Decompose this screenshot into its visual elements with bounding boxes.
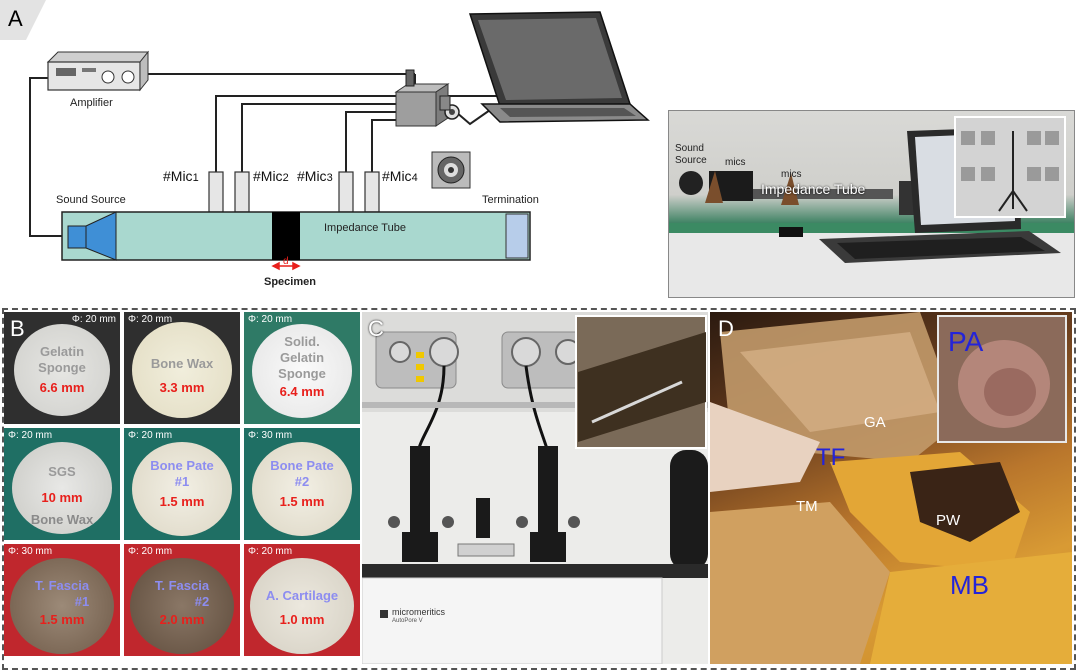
- porosimeter-model: AutoPore V: [392, 618, 423, 624]
- sample-thickness: 1.5 mm: [39, 612, 85, 627]
- sample-disc: [250, 558, 354, 654]
- photo-impedance-tube-label: Impedance Tube: [761, 181, 866, 197]
- microphone-icon: [431, 151, 471, 189]
- sample-tile: Φ: 20 mm Bone Pate#1 1.5 mm: [124, 428, 240, 540]
- amplifier-device: [46, 50, 150, 92]
- daq-box: [394, 69, 460, 127]
- sample-disc: [252, 324, 352, 418]
- sample-name: T. Fascia#2: [154, 578, 210, 609]
- laptop-device: [468, 11, 650, 123]
- sample-disc: [130, 558, 234, 654]
- panel-d-photo: D PA GA TF TM PW MB: [710, 312, 1072, 664]
- temporal-bone-scene: [710, 312, 1072, 664]
- mic-2-label: #Mic2: [253, 168, 289, 184]
- sample-tile: Φ: 30 mm T. Fascia#1 1.5 mm: [4, 544, 120, 656]
- sample-thickness: 3.3 mm: [159, 380, 205, 395]
- sample-diameter: Φ: 20 mm: [248, 314, 293, 325]
- panel-d-letter: D: [718, 316, 734, 341]
- sample-diameter: Φ: 30 mm: [8, 546, 53, 557]
- sample-name: T. Fascia#1: [34, 578, 90, 609]
- setup-photo-scene: [669, 116, 1074, 297]
- amplifier-label: Amplifier: [70, 97, 113, 109]
- panel-c-photo: micromeritics AutoPore V C: [362, 312, 708, 664]
- sample-disc: [132, 442, 232, 536]
- sample-diameter: Φ: 20 mm: [71, 314, 116, 325]
- sample-thickness: 1.5 mm: [159, 494, 205, 509]
- termination-block: [505, 213, 529, 259]
- setup-photo: Sound Source mics mics Impedance Tube: [668, 110, 1075, 298]
- schematic-diagram: [29, 11, 650, 271]
- sample-disc: [252, 442, 352, 536]
- sample-thickness: 10 mm: [41, 490, 83, 505]
- sample-thickness: 6.6 mm: [39, 380, 85, 395]
- photo-sound-source-label: Sound Source: [675, 143, 707, 166]
- sound-source-speaker: [67, 211, 117, 261]
- photo-mics-right-label: mics: [781, 169, 802, 180]
- sample-thickness: 2.0 mm: [159, 612, 205, 627]
- panel-a-tab: [0, 0, 46, 40]
- d-dimension-label: d: [283, 256, 289, 267]
- mic-3-label: #Mic3: [297, 168, 333, 184]
- mic-1-label: #Mic1: [163, 168, 199, 184]
- sample-disc: [14, 324, 110, 416]
- termination-label: Termination: [482, 194, 539, 206]
- label-mb: MB: [950, 570, 989, 600]
- impedance-tube-label: Impedance Tube: [324, 222, 406, 234]
- sample-diameter: Φ: 20 mm: [128, 430, 173, 441]
- specimen-block: [272, 212, 300, 260]
- sample-name: A. Cartilage: [265, 588, 339, 603]
- sample-diameter: Φ: 20 mm: [128, 314, 173, 325]
- panel-c-letter: C: [368, 316, 384, 341]
- sample-thickness: 1.5 mm: [279, 494, 325, 509]
- sample-thickness: 1.0 mm: [279, 612, 325, 627]
- sample-tile: Φ: 20 mm SGS 10 mm Bone Wax: [4, 428, 120, 540]
- sample-name: SGS: [48, 464, 76, 479]
- porosimeter-brand: micromeritics: [392, 607, 445, 617]
- mic-4-label: #Mic4: [382, 168, 418, 184]
- panel-a-letter: A: [8, 6, 23, 31]
- label-pa: PA: [948, 326, 984, 357]
- sample-diameter: Φ: 20 mm: [248, 546, 293, 557]
- panel-a-tab-shape: [0, 0, 46, 40]
- sample-tile: Φ: 30 mm Bone Pate#2 1.5 mm: [244, 428, 360, 540]
- photo-mics-left-label: mics: [725, 157, 746, 168]
- sample-tile: Φ: 20 mm T. Fascia#2 2.0 mm: [124, 544, 240, 656]
- specimen-label: Specimen: [264, 276, 316, 288]
- sample-disc: [12, 442, 112, 534]
- sample-extra-label: Bone Wax: [30, 512, 94, 527]
- label-tm: TM: [796, 498, 818, 515]
- sample-thickness: 6.4 mm: [279, 384, 325, 399]
- sample-name: Bone Wax: [150, 356, 214, 371]
- sample-diameter: Φ: 30 mm: [248, 430, 293, 441]
- sample-disc: [132, 322, 232, 418]
- label-tf: TF: [816, 444, 846, 471]
- sample-name: Bone Pate#1: [150, 458, 214, 489]
- sample-name: Bone Pate#2: [270, 458, 334, 489]
- sample-tile: Φ: 20 mm Bone Wax 3.3 mm: [124, 312, 240, 424]
- porosimeter-scene: [362, 312, 708, 664]
- sample-tile: Φ: 20 mm A. Cartilage 1.0 mm: [244, 544, 360, 656]
- sample-diameter: Φ: 20 mm: [8, 430, 53, 441]
- sound-source-label: Sound Source: [56, 194, 126, 206]
- label-ga: GA: [864, 414, 886, 431]
- panel-b-letter: B: [10, 316, 25, 341]
- sample-disc: [10, 558, 114, 654]
- sample-diameter: Φ: 20 mm: [128, 546, 173, 557]
- lower-panels-frame: [2, 308, 1076, 670]
- label-pw: PW: [936, 512, 961, 529]
